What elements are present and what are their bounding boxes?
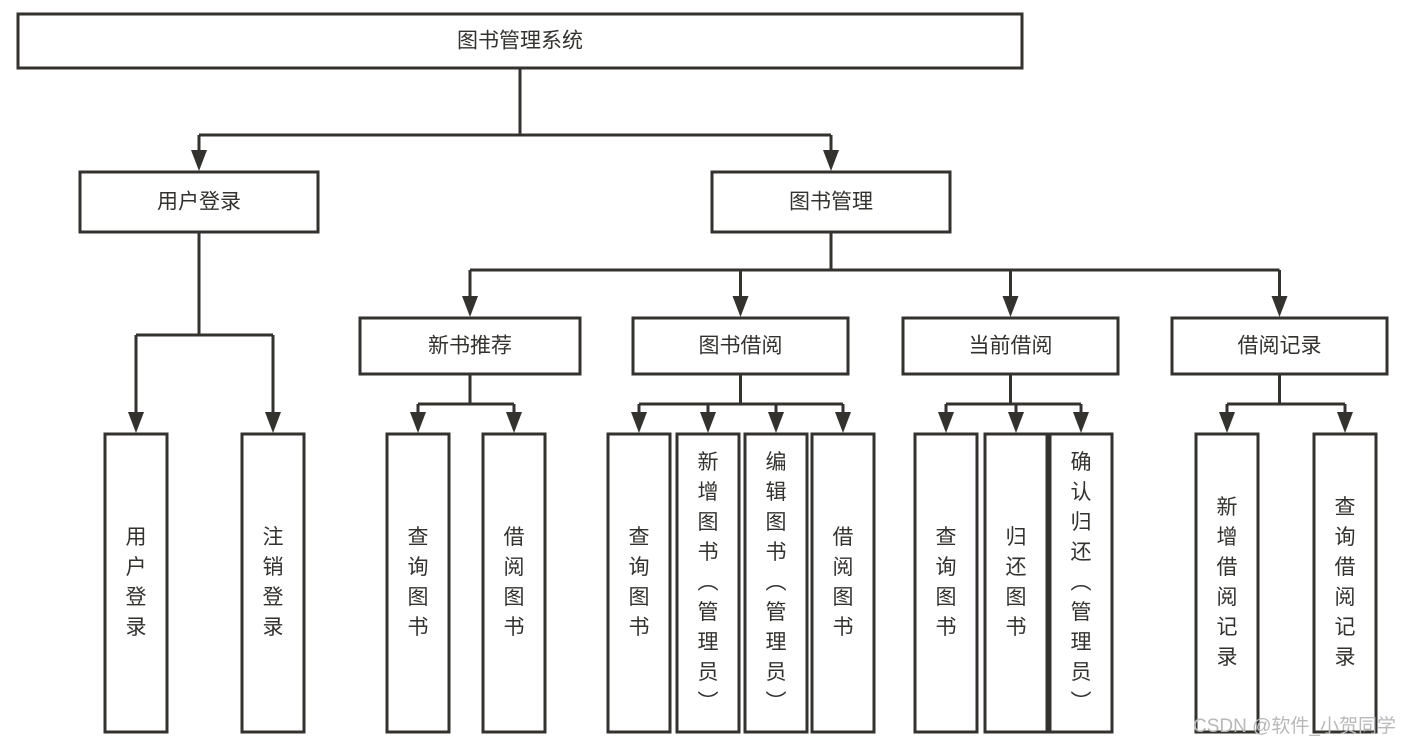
node-label: 查询借阅记录	[1335, 496, 1356, 669]
node-borrow-record[interactable]: 借阅记录	[1170, 316, 1389, 376]
arrow-head-icon	[768, 412, 784, 433]
node-label: 确认归还︵管理员︶	[1071, 451, 1092, 714]
node-box[interactable]	[240, 432, 306, 734]
connector-root	[191, 68, 839, 171]
node-leaf-return-book[interactable]: 归还图书	[983, 432, 1049, 734]
node-box[interactable]	[901, 316, 1120, 376]
arrow-head-icon	[462, 296, 478, 317]
node-box[interactable]	[1048, 432, 1114, 734]
node-label: 用户登录	[126, 526, 147, 639]
arrow-head-icon	[1219, 412, 1235, 433]
node-label: 图书借阅	[699, 335, 783, 358]
node-root[interactable]: 图书管理系统	[16, 12, 1024, 70]
node-box[interactable]	[913, 432, 979, 734]
node-leaf-borrow-book-1[interactable]: 借阅图书	[481, 432, 547, 734]
csdn-watermark: CSDN @软件_小贺同学	[1193, 715, 1396, 737]
node-label: 用户登录	[157, 191, 241, 214]
node-leaf-add-book[interactable]: 新增图书︵管理员︶	[675, 432, 741, 734]
node-user-login[interactable]: 用户登录	[78, 170, 320, 234]
connector-borrow-record	[1219, 374, 1353, 433]
arrow-head-icon	[265, 412, 281, 433]
node-box[interactable]	[743, 432, 809, 734]
connector-new-book-recommend	[410, 374, 522, 433]
edge-layer	[128, 68, 1353, 433]
arrow-head-icon	[128, 412, 144, 433]
node-leaf-query-book-1[interactable]: 查询图书	[385, 432, 451, 734]
arrow-head-icon	[938, 412, 954, 433]
arrow-head-icon	[1008, 412, 1024, 433]
node-box[interactable]	[710, 170, 952, 234]
arrow-head-icon	[506, 412, 522, 433]
node-label: 注销登录	[263, 526, 284, 639]
node-current-borrow[interactable]: 当前借阅	[901, 316, 1120, 376]
node-leaf-edit-book[interactable]: 编辑图书︵管理员︶	[743, 432, 809, 734]
connector-book-borrow	[631, 374, 851, 433]
arrow-head-icon	[631, 412, 647, 433]
node-box[interactable]	[358, 316, 582, 376]
arrow-head-icon	[410, 412, 426, 433]
node-box[interactable]	[16, 12, 1024, 70]
node-label: 新增图书︵管理员︶	[698, 451, 719, 714]
node-leaf-borrow-book-2[interactable]: 借阅图书	[810, 432, 876, 734]
node-label: 图书管理	[789, 191, 873, 214]
node-box[interactable]	[1194, 432, 1260, 734]
node-box[interactable]	[481, 432, 547, 734]
connector-user-login	[128, 232, 281, 433]
node-box[interactable]	[103, 432, 169, 734]
node-label: 借阅记录	[1238, 335, 1322, 358]
node-label: 新书推荐	[428, 335, 512, 358]
node-box[interactable]	[1170, 316, 1389, 376]
arrow-head-icon	[1002, 296, 1019, 317]
node-box[interactable]	[78, 170, 320, 234]
arrow-head-icon	[191, 150, 207, 171]
node-leaf-user-login[interactable]: 用户登录	[103, 432, 169, 734]
node-label: 查询图书	[408, 526, 429, 639]
node-new-book-recommend[interactable]: 新书推荐	[358, 316, 582, 376]
node-box[interactable]	[385, 432, 451, 734]
node-label: 归还图书	[1006, 526, 1027, 639]
node-leaf-confirm-return[interactable]: 确认归还︵管理员︶	[1048, 432, 1114, 734]
node-book-manage[interactable]: 图书管理	[710, 170, 952, 234]
arrow-head-icon	[1271, 296, 1288, 317]
arrow-head-icon	[1073, 412, 1089, 433]
connector-book-manage	[462, 232, 1288, 317]
node-box[interactable]	[810, 432, 876, 734]
node-label: 借阅图书	[504, 526, 525, 639]
node-label: 查询图书	[629, 526, 650, 639]
node-box[interactable]	[983, 432, 1049, 734]
node-leaf-query-book-3[interactable]: 查询图书	[913, 432, 979, 734]
node-box[interactable]	[631, 316, 850, 376]
node-label: 当前借阅	[969, 335, 1053, 358]
node-leaf-query-book-2[interactable]: 查询图书	[606, 432, 672, 734]
node-label: 图书管理系统	[457, 30, 583, 53]
arrow-head-icon	[732, 296, 749, 317]
arrow-head-icon	[1337, 412, 1353, 433]
node-box[interactable]	[1312, 432, 1378, 734]
node-leaf-add-record[interactable]: 新增借阅记录	[1194, 432, 1260, 734]
arrow-head-icon	[700, 412, 716, 433]
node-box[interactable]	[675, 432, 741, 734]
node-label: 编辑图书︵管理员︶	[766, 451, 787, 714]
node-leaf-logout[interactable]: 注销登录	[240, 432, 306, 734]
node-leaf-query-record[interactable]: 查询借阅记录	[1312, 432, 1378, 734]
node-label: 借阅图书	[833, 526, 854, 639]
node-box[interactable]	[606, 432, 672, 734]
node-label: 查询图书	[936, 526, 957, 639]
node-book-borrow[interactable]: 图书借阅	[631, 316, 850, 376]
arrow-head-icon	[823, 150, 839, 171]
node-label: 新增借阅记录	[1217, 496, 1238, 669]
node-layer: 图书管理系统用户登录图书管理新书推荐图书借阅当前借阅借阅记录用户登录注销登录查询…	[16, 12, 1389, 734]
connector-current-borrow	[938, 374, 1089, 433]
arrow-head-icon	[835, 412, 851, 433]
